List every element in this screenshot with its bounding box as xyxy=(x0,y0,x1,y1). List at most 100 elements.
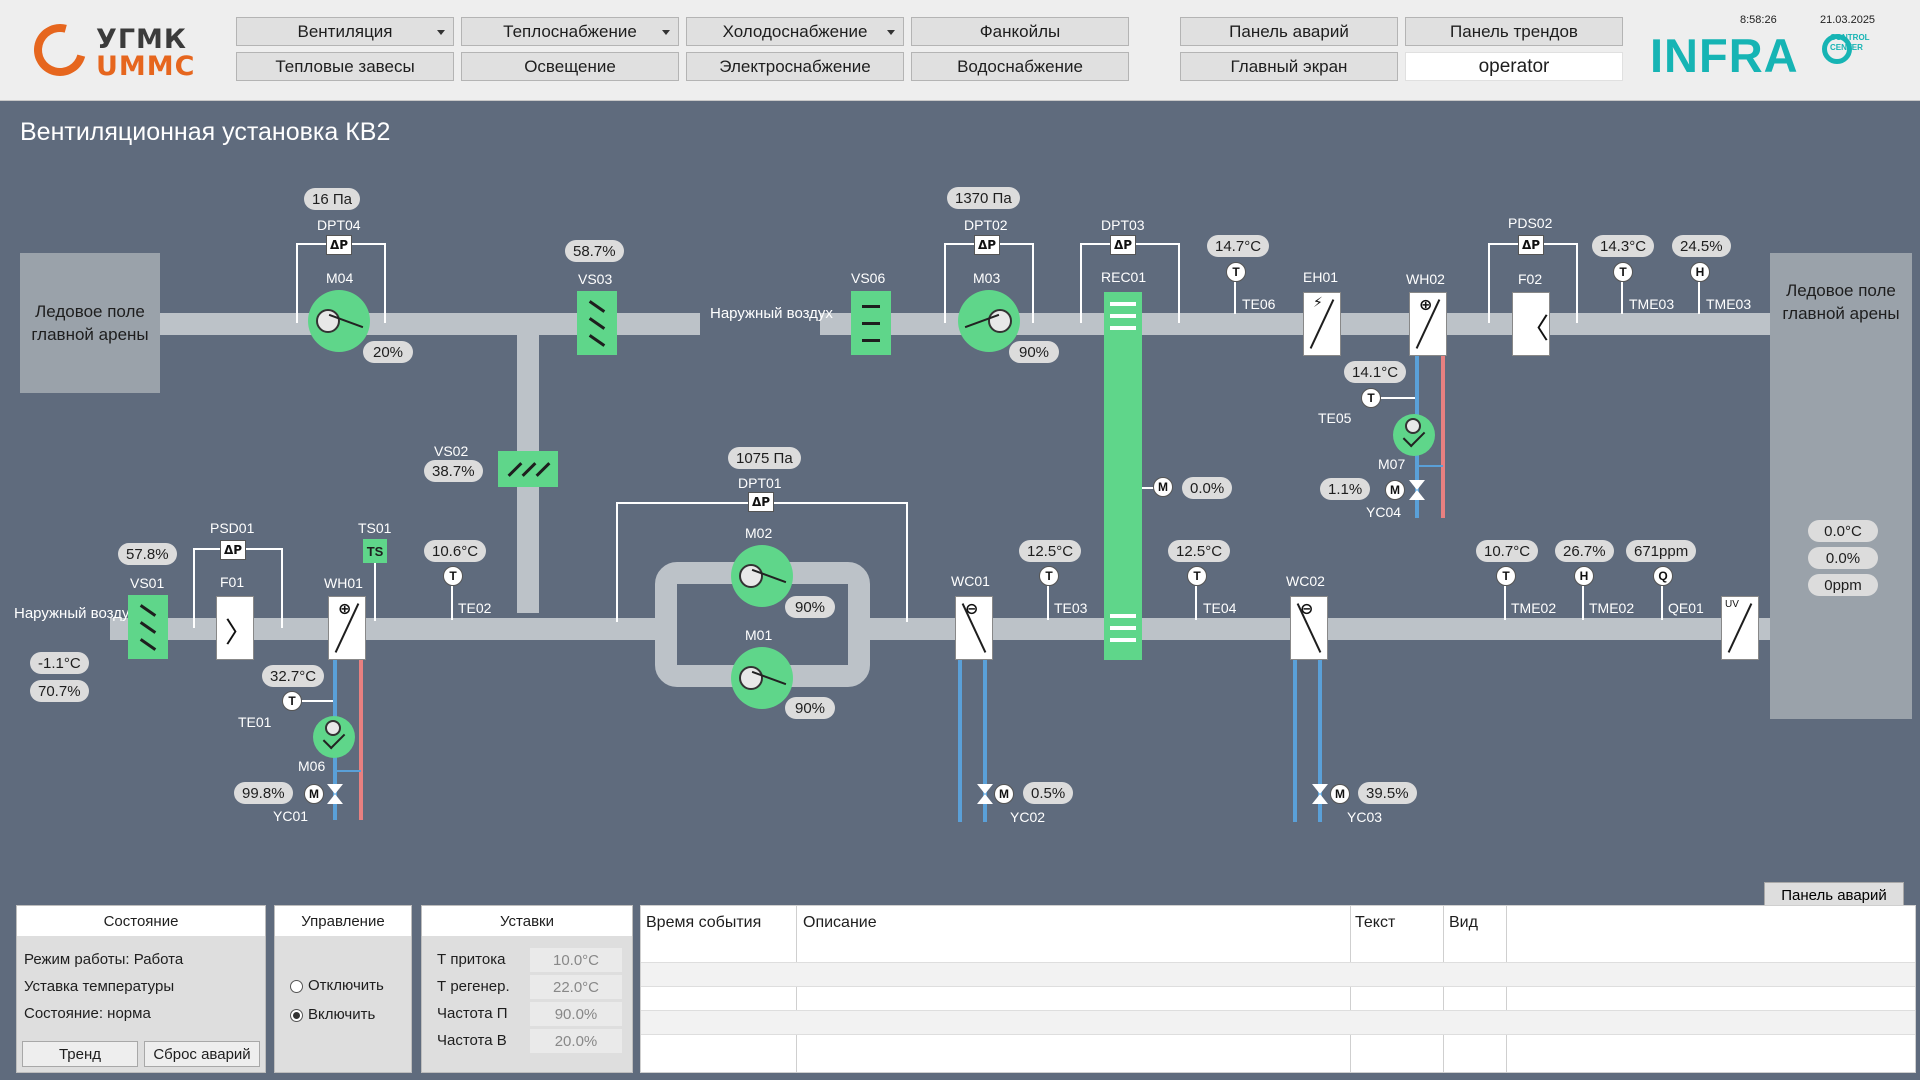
f02-filter[interactable]: 〈 xyxy=(1512,292,1550,356)
nav-lighting[interactable]: Освещение xyxy=(461,52,679,81)
pds02-label: PDS02 xyxy=(1508,215,1553,231)
nav-fancoils[interactable]: Фанкойлы xyxy=(911,17,1129,46)
radio-off-label: Отключить xyxy=(308,977,384,994)
te03-value: 12.5°C xyxy=(1019,540,1082,562)
yc04-label: YC04 xyxy=(1366,504,1402,520)
f01-filter[interactable]: 〉 xyxy=(216,596,254,660)
te02-value: 10.6°C xyxy=(424,540,487,562)
wh01-water-heater[interactable]: ⊕ xyxy=(328,596,366,660)
alarm-panel-button[interactable]: Панель аварий xyxy=(1180,17,1398,46)
rec-motor-link xyxy=(1142,487,1154,489)
vs03-damper-icon[interactable] xyxy=(577,291,617,355)
yc02-valve-icon[interactable] xyxy=(977,784,993,804)
uv-lamp[interactable]: UV xyxy=(1721,596,1759,660)
ugmk-logo-icon xyxy=(24,14,96,86)
nav-heating[interactable]: Теплоснабжение xyxy=(461,17,679,46)
ts01-label: TS01 xyxy=(358,520,392,536)
nav-power[interactable]: Электроснабжение xyxy=(686,52,904,81)
wc01-water-cooler[interactable]: ⊖ xyxy=(955,596,993,660)
wc02-return-line xyxy=(1318,660,1322,822)
yc01-valve-icon[interactable] xyxy=(327,784,343,804)
m03-fan-icon[interactable] xyxy=(958,290,1020,352)
event-col-kind: Вид xyxy=(1449,914,1478,931)
vs06-damper-icon[interactable] xyxy=(851,291,891,355)
wh02-label: WH02 xyxy=(1406,271,1445,287)
event-col-time: Время события xyxy=(646,914,762,931)
room-right: Ледовое поле главной арены xyxy=(1770,253,1912,719)
vs02-damper-icon[interactable] xyxy=(498,451,558,487)
event-row[interactable] xyxy=(641,1034,1915,1059)
m06-label: M06 xyxy=(298,758,326,774)
m02-fan-icon[interactable] xyxy=(731,545,793,607)
m06-pump-icon[interactable] xyxy=(313,716,355,758)
ugmk-logo: УГМК UMMC xyxy=(24,14,220,86)
te02-stem xyxy=(451,586,453,620)
eh01-label: EH01 xyxy=(1303,269,1339,285)
exhaust-duct-left xyxy=(160,313,700,335)
trend-panel-button[interactable]: Панель трендов xyxy=(1405,17,1623,46)
radio-off[interactable] xyxy=(290,980,303,993)
rec01-recuperator[interactable] xyxy=(1104,292,1142,660)
alarm-panel-bottom-button[interactable]: Панель аварий xyxy=(1764,882,1904,908)
tme02-temp-value: 10.7°C xyxy=(1476,540,1539,562)
top-bar: УГМК UMMC Вентиляция Теплоснабжение Холо… xyxy=(0,0,1920,101)
tme02-hum-label: TME02 xyxy=(1589,600,1635,616)
tme03-hum-stem xyxy=(1698,282,1700,314)
event-row[interactable] xyxy=(641,986,1915,1011)
te03-label: TE03 xyxy=(1054,600,1088,616)
wh02-water-heater[interactable]: ⊕ xyxy=(1409,292,1447,356)
yc01-motor-icon: M xyxy=(304,784,324,804)
setpoint-value-field[interactable]: 22.0°C xyxy=(530,975,622,999)
m02-label: M02 xyxy=(745,525,773,541)
setpoint-value-field[interactable]: 10.0°C xyxy=(530,948,622,972)
logo-line2: UMMC xyxy=(96,51,196,82)
rec01-value: 0.0% xyxy=(1182,477,1233,499)
outside-air-label-bottom: Наружный воздух xyxy=(14,605,137,622)
wc01-label: WC01 xyxy=(951,573,990,589)
vs03-label: VS03 xyxy=(578,271,613,287)
m04-fan-icon[interactable] xyxy=(308,290,370,352)
m01-label: M01 xyxy=(745,627,773,643)
dpt04-label: DPT04 xyxy=(317,217,361,233)
nav-thermal-curtains[interactable]: Тепловые завесы xyxy=(236,52,454,81)
vs06-label: VS06 xyxy=(851,270,886,286)
psd01-dp-icon: ΔP xyxy=(220,540,246,560)
state-mode: Режим работы: Работа xyxy=(24,951,184,968)
vs01-label: VS01 xyxy=(130,575,165,591)
nav-ventilation[interactable]: Вентиляция xyxy=(236,17,454,46)
pds02-dp-icon: ΔP xyxy=(1518,235,1544,255)
yc04-valve-icon[interactable] xyxy=(1409,480,1425,500)
setpoint-value-field[interactable]: 20.0% xyxy=(530,1029,622,1053)
user-field[interactable]: operator xyxy=(1405,52,1623,81)
vs02-value: 38.7% xyxy=(424,460,483,482)
event-row[interactable] xyxy=(641,1010,1915,1035)
nav-water[interactable]: Водоснабжение xyxy=(911,52,1129,81)
qe01-value: 671ppm xyxy=(1626,540,1697,562)
event-row[interactable] xyxy=(641,962,1915,987)
wh02-return-line xyxy=(1441,356,1445,518)
wh01-label: WH01 xyxy=(324,575,363,591)
wc02-label: WC02 xyxy=(1286,573,1325,589)
te06-value: 14.7°C xyxy=(1207,235,1270,257)
setpoint-value-field[interactable]: 90.0% xyxy=(530,1002,622,1026)
trend-button[interactable]: Тренд xyxy=(22,1041,138,1067)
qe01-stem xyxy=(1661,586,1663,620)
reset-alarms-button[interactable]: Сброс аварий xyxy=(144,1041,260,1067)
radio-on[interactable] xyxy=(290,1009,303,1022)
ts01-stem xyxy=(374,563,376,621)
vs03-value: 58.7% xyxy=(565,240,624,262)
te05-value: 14.1°C xyxy=(1344,361,1407,383)
eh01-electric-heater[interactable]: ⚡ xyxy=(1303,292,1341,356)
dpt01-dp-icon: ΔP xyxy=(748,492,774,512)
wc02-water-cooler[interactable]: ⊖ xyxy=(1290,596,1328,660)
m07-pump-icon[interactable] xyxy=(1393,414,1435,456)
nav-cooling[interactable]: Холодоснабжение xyxy=(686,17,904,46)
event-col-divider xyxy=(1506,906,1507,1072)
m01-fan-icon[interactable] xyxy=(731,647,793,709)
vs01-damper-icon[interactable] xyxy=(128,595,168,659)
wh01-return-line xyxy=(359,660,363,820)
yc03-valve-icon[interactable] xyxy=(1312,784,1328,804)
main-screen-button[interactable]: Главный экран xyxy=(1180,52,1398,81)
te03-stem xyxy=(1047,586,1049,620)
